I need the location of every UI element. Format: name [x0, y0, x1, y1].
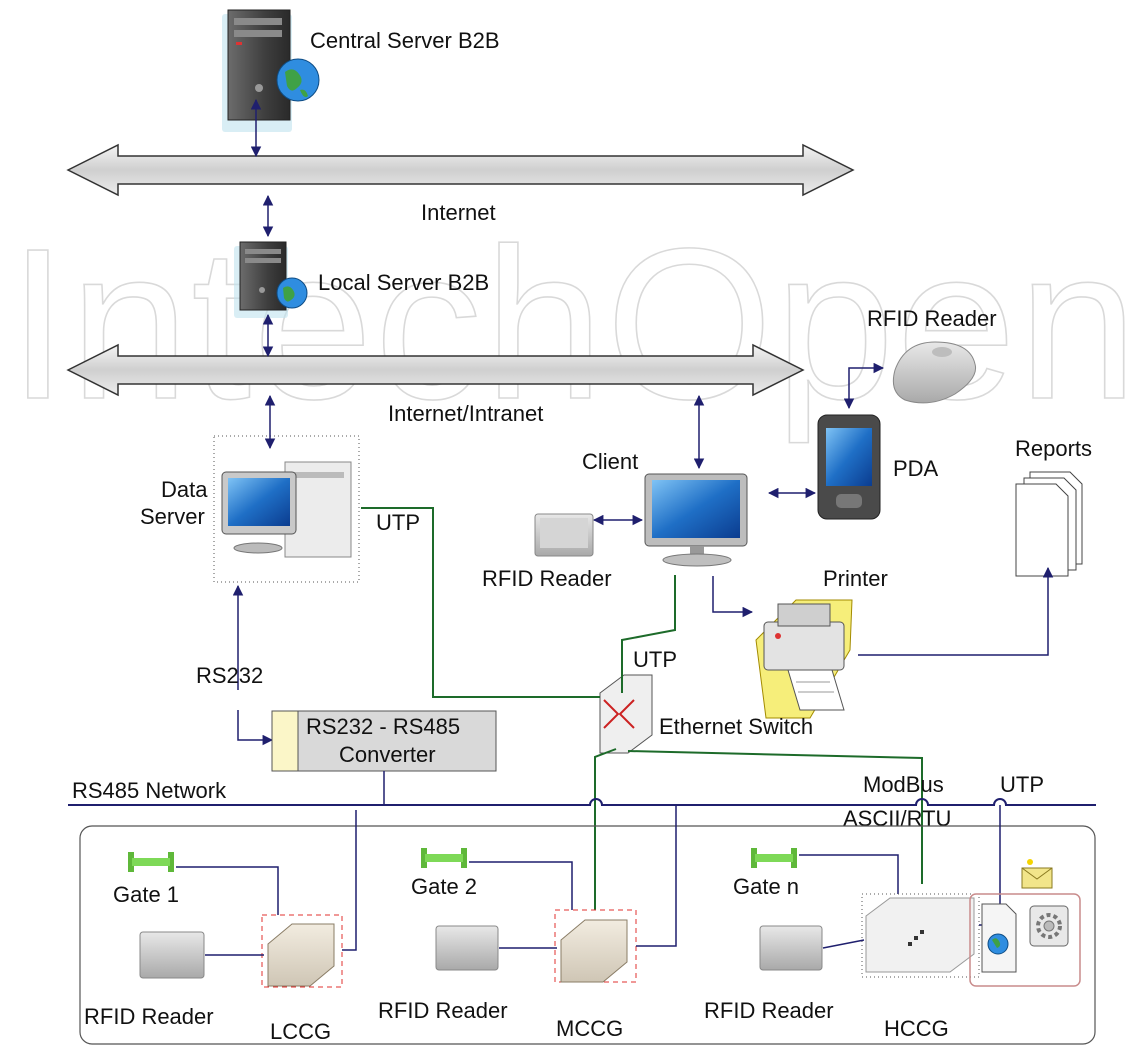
rfid-reader-client-label: RFID Reader: [482, 566, 612, 591]
modbus-label-1: ModBus: [863, 772, 944, 797]
watermark: IntechOpen: [8, 203, 1140, 444]
central-server-label: Central Server B2B: [310, 28, 500, 53]
hccg-label: HCCG: [884, 1016, 949, 1041]
field-devices-frame: [79, 825, 1096, 1045]
gate2-label: Gate 2: [411, 874, 477, 899]
link-reader3-hccg: [822, 939, 865, 949]
gate1-icon: [128, 852, 174, 872]
rfid-reader-2-label: RFID Reader: [378, 998, 508, 1023]
document-globe-icon: [981, 903, 1017, 973]
rfid-reader-client-icon: [534, 513, 594, 557]
data-server-label-1: Data: [161, 477, 208, 502]
client-label: Client: [582, 449, 638, 474]
rfid-reader-1-label: RFID Reader: [84, 1004, 214, 1029]
link-lccg-bus: [342, 810, 357, 951]
intranet-label: Internet/Intranet: [388, 401, 543, 426]
gaten-icon: [751, 848, 797, 868]
internet-label: Internet: [421, 200, 496, 225]
link-gate1-lccg: [176, 866, 279, 915]
link-client-printer: [712, 576, 754, 618]
printer-label: Printer: [823, 566, 888, 591]
lccg-frame: [261, 914, 343, 988]
envelope-icon: [1021, 859, 1053, 889]
link-printer-reports: [858, 566, 1054, 656]
utp-client-label: UTP: [633, 647, 677, 672]
rs485-bus: [68, 798, 1096, 806]
pda-icon: [817, 414, 881, 520]
pda-label: PDA: [893, 456, 939, 481]
rs485-network-label: RS485 Network: [72, 778, 227, 803]
data-server-label-2: Server: [140, 504, 205, 529]
rfid-reader-3-icon: [759, 925, 823, 971]
mccg-label: MCCG: [556, 1016, 623, 1041]
utp-links: [361, 507, 923, 910]
rfid-reader-2-icon: [435, 925, 499, 971]
data-server-frame: [213, 435, 360, 583]
converter-label-1: RS232 - RS485: [306, 714, 460, 739]
client-monitor-icon: [644, 473, 748, 567]
modbus-label-2: ASCII/RTU: [843, 806, 951, 831]
link-gate2-mccg: [469, 861, 573, 910]
rfid-reader-top-label: RFID Reader: [867, 306, 997, 331]
local-server-icon: [234, 241, 308, 318]
ethernet-switch-label: Ethernet Switch: [659, 714, 813, 739]
ethernet-switch-icon: [599, 674, 653, 754]
converter-box: [271, 710, 497, 772]
link-gaten-hccg: [799, 854, 899, 894]
link-pda-rfid: [843, 362, 885, 410]
link-mccg-bus: [636, 805, 677, 947]
rs232-label: RS232: [196, 663, 263, 688]
utp-right-label: UTP: [1000, 772, 1044, 797]
lccg-controller-icon: [267, 923, 335, 987]
lccg-label: LCCG: [270, 1019, 331, 1044]
gear-icon: [1029, 905, 1069, 947]
utp-data-label: UTP: [376, 510, 420, 535]
gate1-label: Gate 1: [113, 882, 179, 907]
rfid-reader-1-icon: [139, 931, 205, 979]
intranet-bus: [66, 343, 805, 397]
reports-icon: [1015, 471, 1083, 577]
gaten-label: Gate n: [733, 874, 799, 899]
central-server-icon: [222, 9, 320, 132]
reports-label: Reports: [1015, 436, 1092, 461]
gate2-icon: [421, 848, 467, 868]
converter-label-2: Converter: [339, 742, 436, 767]
rfid-reader-3-label: RFID Reader: [704, 998, 834, 1023]
hccg-controller-icon: [865, 897, 975, 973]
printer-icon: [755, 599, 853, 719]
data-server-icon: [221, 461, 352, 558]
hccg-app-panel: [969, 893, 1081, 987]
internet-bus: [66, 143, 855, 197]
link-rs232-converter: [237, 710, 274, 746]
rfid-reader-top-icon: [892, 341, 977, 404]
mccg-controller-icon: [560, 919, 628, 983]
converter-tab: [271, 710, 299, 772]
local-server-label: Local Server B2B: [318, 270, 489, 295]
